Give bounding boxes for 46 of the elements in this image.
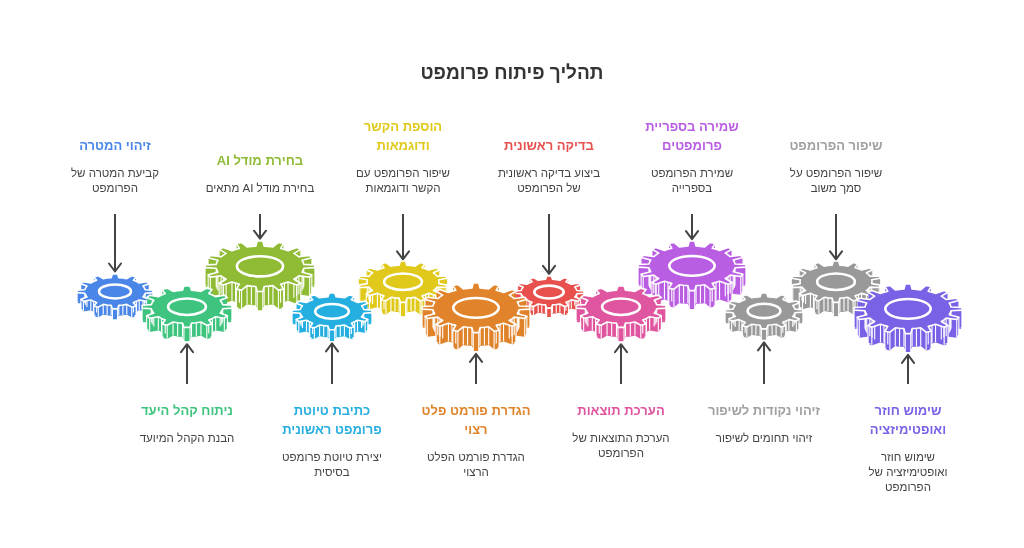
arrow [325,342,339,385]
step-heading: הערכת תוצאות [576,402,666,420]
step-heading: זיהוי נקודות לשיפור [707,402,821,420]
step-description: ביצוע בדיקה ראשונית של הפרומפט [496,166,602,196]
gear-icon [852,282,964,355]
arrow [180,343,194,385]
gear-icon [420,281,532,354]
step-heading: בדיקה ראשונית [503,137,595,155]
arrow [469,352,483,385]
arrow [685,213,699,241]
arrow [542,213,556,275]
step-heading: זיהוי המטרה [78,137,152,155]
gear-icon [574,284,668,345]
arrow [396,213,410,261]
step-description: הערכת התוצאות של הפרומפט [571,431,671,461]
gear-icon [75,271,155,322]
step-description: שיפור הפרומפט עם הקשר ודוגמאות [354,166,451,196]
step-heading: שימוש חוזר ואופטימיזציה [868,402,948,439]
gear-icon [723,291,805,343]
title: תהליך פיתוח פרומפט [420,61,604,85]
step-description: שימוש חוזר ואופטימיזציה של הפרומפט [867,450,949,495]
arrow [108,213,122,273]
step-heading: הגדרת פורמט פלט רצוי [420,402,532,439]
step-description: זיהוי תחומים לשיפור [714,431,814,446]
gear-icon [140,284,234,345]
arrow [901,353,915,385]
gear-icon [636,239,748,312]
step-heading: ניתוח קהל היעד [140,402,234,420]
step-heading: כתיבת טיוטת פרומפט ראשונית [281,402,383,439]
step-description: יצירת טיוטת פרומפט בסיסית [281,450,383,480]
step-description: שיפור הפרומפט על סמך משוב [788,166,884,196]
arrow [829,213,843,261]
step-description: הגדרת פורמט הפלט הרצוי [426,450,526,480]
arrow [253,213,267,240]
step-description: בחירת מודל AI מתאים [204,181,316,196]
step-heading: הוספת הקשר ודוגמאות [362,118,444,155]
arrow [614,343,628,385]
gear-icon [203,238,317,313]
step-description: שמירת הפרומפט בספרייה [649,166,735,196]
step-heading: שיפור הפרומפט [788,137,884,155]
step-heading: בחירת מודל AI [215,152,305,170]
step-description: הבנת הקהל המיועד [138,431,236,446]
arrow [757,341,771,385]
step-heading: שמירה בספריית פרומפטים [644,118,740,155]
step-description: קביעת המטרה של הפרומפט [70,166,160,196]
gear-icon [290,290,374,344]
